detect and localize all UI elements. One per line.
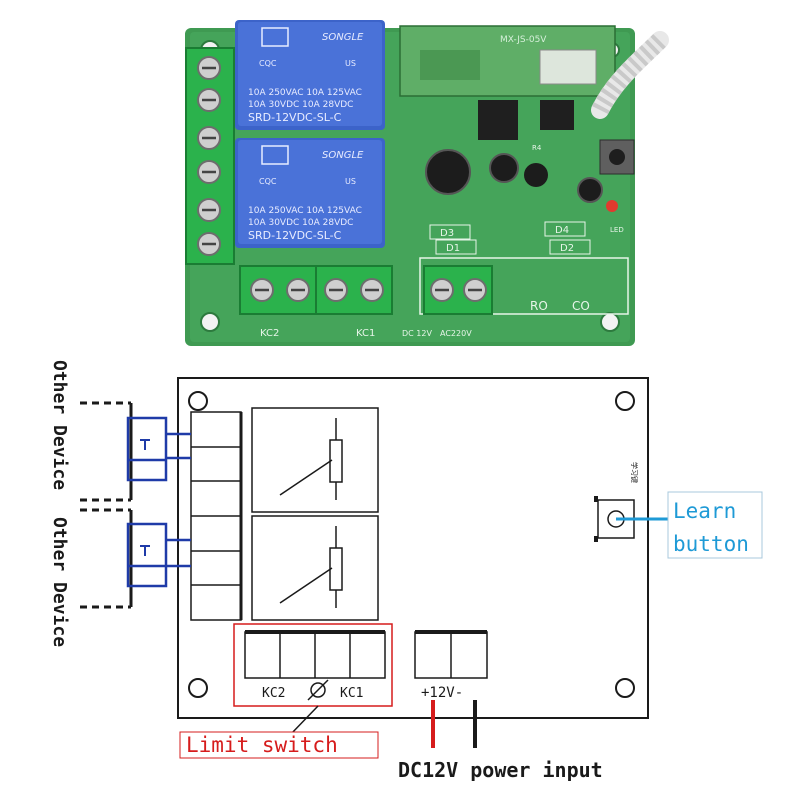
relay-top-cqc: CQC — [259, 59, 277, 68]
relay-top-model: SRD-12VDC-SL-C — [248, 111, 342, 124]
device-contact-bottom — [126, 522, 191, 588]
label-d1: D1 — [446, 243, 460, 254]
other-device-bracket-top — [80, 401, 133, 502]
diagram-power-terminal — [414, 630, 488, 679]
relay-bottom-line2: 10A 30VDC 10A 28VDC — [248, 218, 353, 228]
relay-top: SONGLE CQC US 10A 250VAC 10A 125VAC 10A … — [235, 20, 385, 130]
capacitor-medium — [489, 153, 519, 183]
mount-hole-bl — [200, 312, 220, 332]
diagram-label-kc1: KC1 — [340, 686, 363, 701]
relay-bottom: SONGLE CQC US 10A 250VAC 10A 125VAC 10A … — [235, 138, 385, 248]
relay-top-line2: 10A 30VDC 10A 28VDC — [248, 100, 353, 110]
other-device-label-top: Other Device — [49, 360, 70, 490]
relay-bottom-line1: 10A 250VAC 10A 125VAC — [248, 206, 362, 216]
led-label: LED — [610, 226, 624, 234]
relay-top-line1: 10A 250VAC 10A 125VAC — [248, 88, 362, 98]
left-terminal-block — [185, 47, 235, 265]
learn-button-cn: 学习键 — [630, 462, 639, 483]
relay-top-brand: SONGLE — [322, 32, 364, 43]
relay-bottom-brand: SONGLE — [322, 150, 364, 161]
pcb-label-ro: RO — [530, 299, 548, 313]
capacitor-small — [577, 177, 603, 203]
diagram-relay-bottom — [251, 515, 379, 621]
bottom-terminal-block — [239, 265, 493, 315]
diagram-hole-tr — [615, 391, 635, 411]
diagram-left-terminal — [190, 411, 243, 621]
diagram-kc-terminal — [244, 630, 386, 679]
pcb-label-dc12v: DC 12V — [402, 329, 432, 338]
learn-button-label-box — [667, 491, 763, 559]
pcb-label-kc1: KC1 — [356, 328, 375, 339]
diagram-relay-top — [251, 407, 379, 513]
pcb-label-kc2: KC2 — [260, 328, 279, 339]
wiring-diagram: KC2 KC1 Limit switch +12V- DC12V power i… — [49, 360, 763, 782]
ic-chip-2 — [540, 100, 574, 130]
relay-bottom-cqc: CQC — [259, 177, 277, 186]
relay-bottom-model: SRD-12VDC-SL-C — [248, 229, 342, 242]
diagram-hole-tl — [188, 391, 208, 411]
label-d2: D2 — [560, 243, 574, 254]
power-terminal-label: +12V- — [421, 685, 463, 701]
relay-bottom-us: US — [345, 177, 356, 186]
other-device-bracket-bottom — [80, 508, 133, 609]
diagram-hole-br — [615, 678, 635, 698]
device-contact-top — [126, 416, 191, 482]
limit-switch-pointer — [289, 705, 319, 736]
limit-switch-label-box — [179, 731, 379, 759]
pcb-label-co: CO — [572, 299, 590, 313]
led-red — [606, 200, 618, 212]
diagram-board-outline — [177, 377, 649, 719]
antenna-coil — [591, 31, 669, 119]
diagram-hole-bl — [188, 678, 208, 698]
transistor — [524, 163, 548, 187]
pcb-photo: SONGLE CQC US 10A 250VAC 10A 125VAC 10A … — [185, 20, 669, 346]
kc-symbol — [307, 679, 329, 701]
ic-chip-1 — [478, 100, 518, 140]
label-d4: D4 — [555, 225, 569, 236]
learn-button-label-line2: button — [673, 532, 749, 556]
limit-switch-outline — [233, 623, 393, 707]
capacitor-large — [425, 149, 471, 195]
relay-top-us: US — [345, 59, 356, 68]
label-d3: D3 — [440, 228, 454, 239]
pcb-label-ac220v: AC220V — [440, 329, 472, 338]
limit-switch-label: Limit switch — [186, 733, 338, 757]
power-input-label: DC12V power input — [398, 758, 603, 782]
mount-hole-br — [600, 312, 620, 332]
silk-outline — [419, 257, 629, 315]
learn-button-label-line1: Learn — [673, 499, 736, 523]
rf-module: MX-JS-05V — [399, 25, 616, 97]
rf-module-text: MX-JS-05V — [500, 35, 547, 45]
other-device-label-bottom: Other Device — [49, 517, 70, 647]
diagram-label-kc2: KC2 — [262, 686, 285, 701]
label-r4: R4 — [532, 144, 542, 152]
